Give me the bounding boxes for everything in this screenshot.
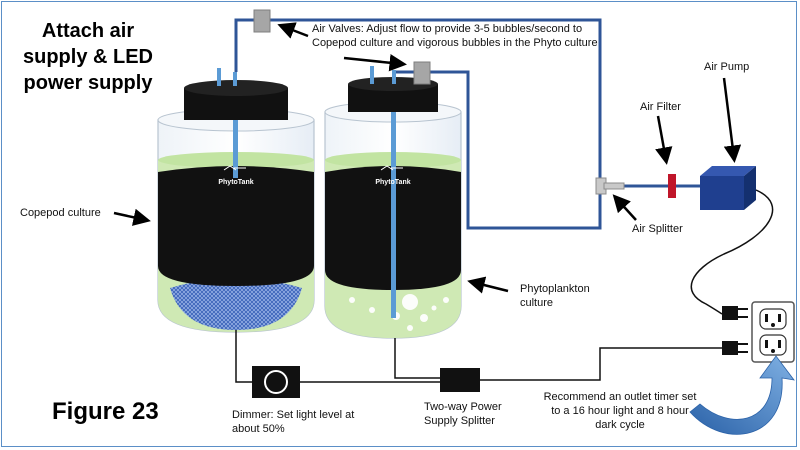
brand-left: PhytoTank bbox=[218, 179, 253, 186]
dimmer bbox=[252, 366, 300, 398]
wall-outlet bbox=[751, 301, 795, 363]
brand-right: PhytoTank bbox=[375, 179, 410, 186]
air-splitter bbox=[595, 177, 625, 195]
power-cords bbox=[235, 189, 774, 383]
air-pump-label: Air Pump bbox=[704, 61, 750, 73]
air-filter-label: Air Filter bbox=[640, 101, 681, 113]
air-filter bbox=[668, 174, 676, 198]
air-valve-top bbox=[253, 9, 271, 33]
figure-label: Figure 23 bbox=[52, 398, 159, 425]
timer-label: Recommend an outlet timer set to a 16 ho… bbox=[543, 391, 697, 431]
curved-arrow bbox=[689, 355, 795, 435]
air-valves-label: Air Valves: Adjust flow to provide 3-5 b… bbox=[312, 23, 598, 49]
air-valve-right bbox=[413, 61, 431, 85]
air-splitter-label: Air Splitter bbox=[632, 223, 683, 235]
copepod-tank: PhytoTank bbox=[157, 68, 315, 333]
phyto-label: Phytoplankton culture bbox=[520, 283, 590, 309]
plug-top bbox=[722, 306, 748, 320]
plug-bottom bbox=[722, 341, 748, 355]
pointer-arrows bbox=[113, 22, 742, 294]
phyto-tank: PhytoTank bbox=[324, 66, 462, 339]
power-splitter-label: Two-way Power Supply Splitter bbox=[424, 401, 502, 427]
phytotank-logo-left bbox=[223, 165, 246, 171]
dimmer-label: Dimmer: Set light level at about 50% bbox=[232, 409, 355, 435]
phytotank-logo-right bbox=[380, 165, 403, 171]
page-title: Attach air supply & LED power supply bbox=[22, 20, 153, 94]
copepod-label: Copepod culture bbox=[20, 207, 101, 219]
power-splitter-box bbox=[440, 368, 480, 392]
air-pump bbox=[700, 166, 756, 210]
phyto-bubbles-bottom bbox=[349, 294, 449, 331]
